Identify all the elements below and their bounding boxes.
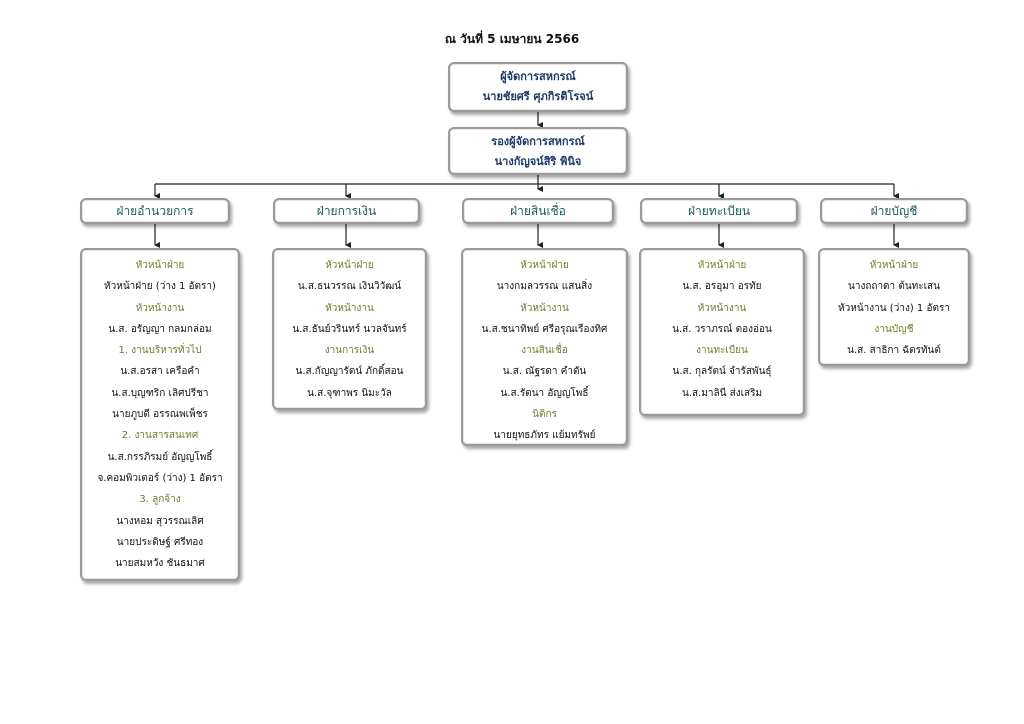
staff-name: น.ส. อรัญญา กลมกล่อม <box>108 323 212 335</box>
staff-name: น.ส. สาธิกา ฉัตรทันต์ <box>847 345 941 357</box>
staff-name: น.ส.จุฑาพร นิมะวัล <box>307 387 392 399</box>
staff-name: นางถถาดา ต้นทะเสน <box>848 281 940 293</box>
position-label: หัวหน้าฝ่าย <box>135 260 185 271</box>
dept-header-finance: ฝ่ายการเงิน <box>273 198 420 224</box>
staff-name: น.ส. กุลรัตน์ จำรัสพันธุ์ <box>672 366 772 378</box>
staff-name: นางหอม สุวรรณเลิศ <box>116 515 204 527</box>
dept-body-finance: หัวหน้าฝ่ายน.ส.ธนวรรณ เงินวิวัฒน์หัวหน้า… <box>272 248 427 410</box>
staff-name: นายยุทธภัทร แย้มทรัพย์ <box>493 430 596 442</box>
dept-header-label: ฝ่ายสินเชื่อ <box>510 204 566 218</box>
staff-name: น.ส.ธันย์วรินทร์ นวลจันทร์ <box>292 323 407 335</box>
position-label: หัวหน้างาน <box>135 302 185 314</box>
staff-name: น.ส.กัญญารัตน์ ภักดิ์สอน <box>295 366 404 378</box>
staff-name: น.ส. ณัฐรดา คำตัน <box>502 366 587 378</box>
dept-header-accounting: ฝ่ายบัญชี <box>820 198 968 224</box>
manager-title: ผู้จัดการสหกรณ์ <box>500 70 576 83</box>
position-label: งานการเงิน <box>324 345 375 357</box>
staff-name: หัวหน้าฝ่าย (ว่าง 1 อัตรา) <box>104 281 216 293</box>
position-label: หัวหน้างาน <box>697 302 747 314</box>
dept-header-label: ฝ่ายทะเบียน <box>687 204 751 218</box>
position-label: งานบัญชี <box>874 323 914 335</box>
manager-name: นายชัยศรี ศุภกิรติโรจน์ <box>482 90 594 103</box>
position-label: 2. งานสารสนเทศ <box>121 430 199 442</box>
staff-name: นายประดิษฐ์ ศรีทอง <box>116 536 204 548</box>
staff-name: จ.คอมพิวเตอร์ (ว่าง) 1 อัตรา <box>97 472 223 484</box>
position-label: หัวหน้าฝ่าย <box>325 260 374 271</box>
staff-name: น.ส.มาลินี ส่งเสริม <box>681 387 763 399</box>
staff-name: นางกมลวรรณ แสนสิ่ง <box>496 281 593 293</box>
staff-name: นายภูบดี อรรณพเพ็ชร <box>112 409 208 421</box>
staff-name: น.ส.อรสา เครือคำ <box>120 366 200 378</box>
dept-header-label: ฝ่ายอำนวยการ <box>116 204 194 218</box>
staff-name: น.ส.ธนวรรณ เงินวิวัฒน์ <box>297 281 402 293</box>
dept-header-credit: ฝ่ายสินเชื่อ <box>462 198 614 224</box>
deputy-name: นางกัญจน์สิริ พินิจ <box>494 155 582 168</box>
dept-header-label: ฝ่ายการเงิน <box>316 204 377 218</box>
staff-name: น.ส.ชนาทิพย์ ศรีอรุณเรืองทิศ <box>481 323 608 335</box>
manager-box: ผู้จัดการสหกรณ์ นายชัยศรี ศุภกิรติโรจน์ <box>448 62 628 112</box>
position-label: 1. งานบริหารทั่วไป <box>118 345 202 357</box>
deputy-box: รองผู้จัดการสหกรณ์ นางกัญจน์สิริ พินิจ <box>448 127 628 175</box>
staff-name: น.ส.บุญฑริก เลิศปรีชา <box>111 387 209 399</box>
staff-name: หัวหน้างาน (ว่าง) 1 อัตรา <box>838 302 950 314</box>
deputy-title: รองผู้จัดการสหกรณ์ <box>491 135 585 148</box>
staff-name: นายสมหวัง ชันธมาศ <box>115 558 205 570</box>
dept-header-registry: ฝ่ายทะเบียน <box>640 198 798 224</box>
dept-header-label: ฝ่ายบัญชี <box>870 204 918 218</box>
dept-header-admin: ฝ่ายอำนวยการ <box>80 198 230 224</box>
position-label: งานทะเบียน <box>696 345 748 357</box>
position-label: หัวหน้างาน <box>520 302 569 314</box>
dept-body-credit: หัวหน้าฝ่ายนางกมลวรรณ แสนสิ่งหัวหน้างานน… <box>461 248 628 446</box>
position-label: หัวหน้างาน <box>325 302 374 314</box>
position-label: หัวหน้าฝ่าย <box>697 260 747 271</box>
staff-name: น.ส. อรอุมา อรทัย <box>682 281 762 293</box>
dept-body-admin: หัวหน้าฝ่ายหัวหน้าฝ่าย (ว่าง 1 อัตรา) หัว… <box>80 248 240 581</box>
position-label: งานสินเชื่อ <box>521 345 568 357</box>
dept-body-accounting: หัวหน้าฝ่ายนางถถาดา ต้นทะเสนหัวหน้างาน (… <box>818 248 970 366</box>
staff-name: น.ส.กรรภิรมย์ อัญญโพธิ์ <box>107 451 213 463</box>
position-label: หัวหน้าฝ่าย <box>869 260 919 271</box>
position-label: หัวหน้าฝ่าย <box>520 260 569 271</box>
staff-name: น.ส.รัตนา อัญญโพธิ์ <box>500 387 589 399</box>
chart-date: ณ วันที่ 5 เมษายน 2566 <box>444 32 580 46</box>
dept-body-registry: หัวหน้าฝ่ายน.ส. อรอุมา อรทัยหัวหน้างานน.… <box>639 248 805 416</box>
position-label: นิติกร <box>532 409 557 421</box>
staff-name: น.ส. วราภรณ์ ตองอ่อน <box>672 323 772 335</box>
position-label: 3. ลูกจ้าง <box>139 494 181 506</box>
